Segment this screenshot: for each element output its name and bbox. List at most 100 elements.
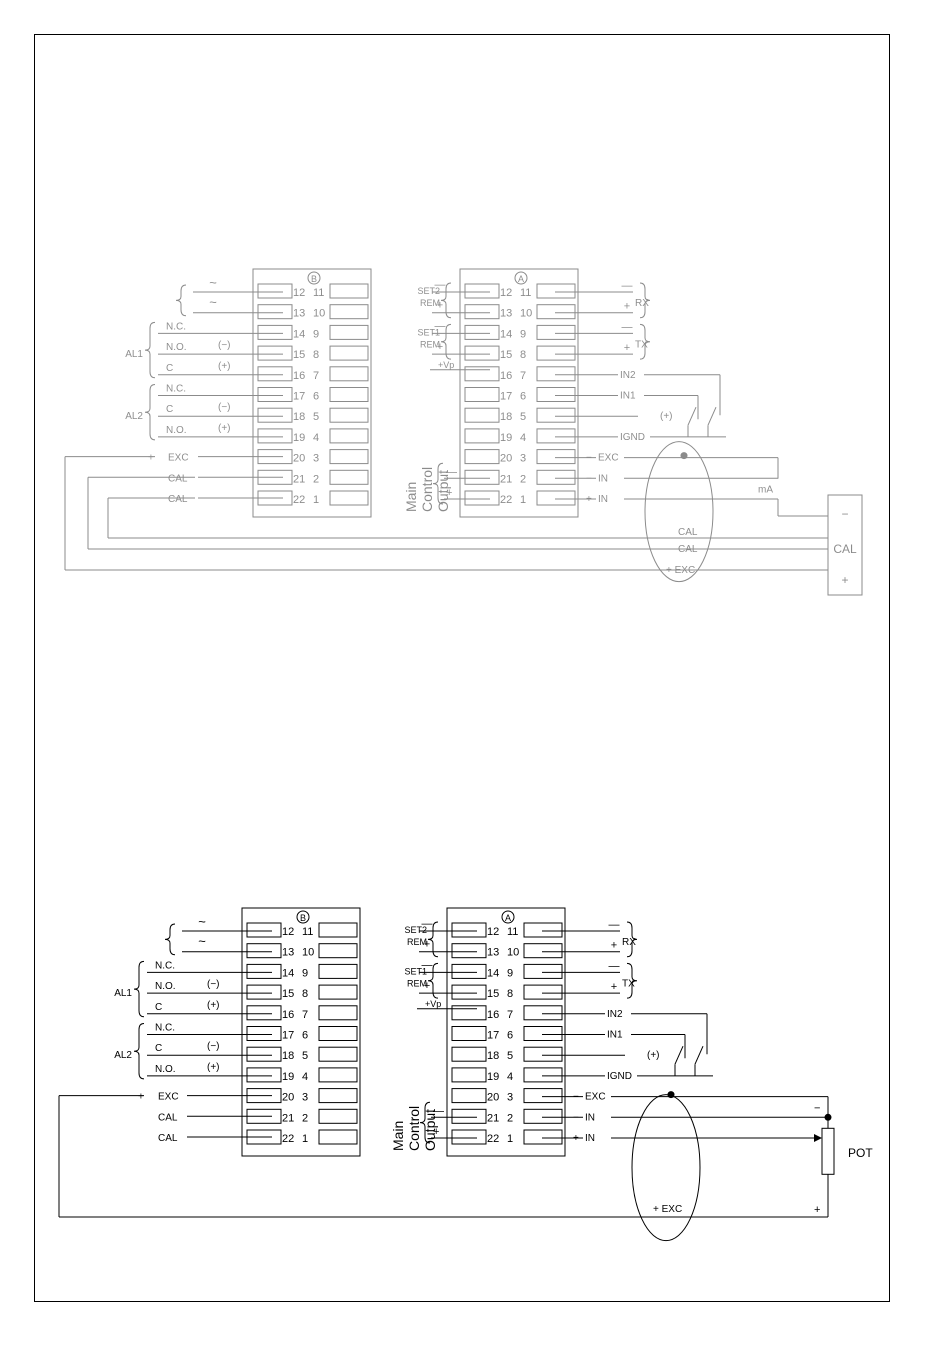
terminal-number: 17 <box>500 391 512 403</box>
comm-polarity: + <box>611 981 617 993</box>
terminal-box-right <box>318 1088 358 1104</box>
terminal-box-right <box>536 469 576 485</box>
set-polarity: — <box>435 320 446 332</box>
terminal-box-left <box>451 1046 487 1062</box>
terminal-number: 12 <box>487 926 499 938</box>
terminal-box-left <box>451 1088 487 1104</box>
terminal-box-right <box>318 1129 358 1145</box>
terminal-box-left <box>257 449 293 465</box>
terminal-number: 7 <box>507 1009 513 1021</box>
terminal-box-left <box>451 1026 487 1041</box>
terminal-box-right <box>318 1005 358 1021</box>
terminal-box-right <box>329 428 369 444</box>
terminal-box-right <box>523 1026 563 1041</box>
terminal-box-right <box>523 1088 563 1104</box>
terminal-box-left <box>257 345 293 361</box>
relay-contact-label: N.O. <box>155 1064 176 1075</box>
terminal-number: 16 <box>500 370 512 382</box>
exc-return-label: + EXC <box>666 565 695 576</box>
block-a-marker <box>501 910 515 924</box>
potentiometer <box>821 1127 835 1175</box>
ac-brace <box>175 284 187 317</box>
terminal-box-right <box>523 1129 563 1145</box>
terminal-box-right <box>523 1067 563 1083</box>
terminal-box-left <box>246 1046 282 1062</box>
in2-label: IN2 <box>607 1009 623 1020</box>
cal-label: CAL <box>158 1112 178 1123</box>
in2-label: IN2 <box>620 370 636 381</box>
terminal-box-right <box>536 449 576 465</box>
terminal-box-left <box>464 324 500 340</box>
terminal-number: 6 <box>302 1030 308 1042</box>
al2-label: AL2 <box>125 411 143 422</box>
terminal-box-left <box>451 1129 487 1145</box>
terminal-number: 3 <box>313 453 319 465</box>
terminal-number: 14 <box>500 328 512 340</box>
relay-contact-label: C <box>155 1002 162 1013</box>
comm-polarity: + <box>624 342 630 354</box>
rem-label: REM <box>407 978 427 988</box>
terminal-box-right <box>523 1046 563 1062</box>
terminal-number: 11 <box>507 926 518 938</box>
terminal-box-right <box>536 283 576 299</box>
main-control-output-line: Main <box>390 1121 406 1151</box>
relay-polarity: (+) <box>218 423 231 434</box>
ignd-label: IGND <box>607 1071 632 1082</box>
ac-symbol: ~ <box>209 275 217 290</box>
terminal-number: 15 <box>293 349 305 361</box>
in-plus-label: IN <box>585 1133 595 1144</box>
relay-polarity: (+) <box>207 1062 220 1073</box>
terminal-box-left <box>257 469 293 485</box>
terminal-number: 8 <box>507 988 513 1000</box>
terminal-number: 16 <box>487 1009 499 1021</box>
relay-contact-label: N.C. <box>155 960 175 971</box>
terminal-number: 10 <box>507 947 519 959</box>
terminal-box-left <box>451 1067 487 1083</box>
terminal-box-right <box>536 387 576 402</box>
terminal-number: 18 <box>487 1050 499 1062</box>
relay-contact-label: C <box>166 404 173 415</box>
exc-minus-sign: − <box>573 1092 579 1103</box>
cal-label: CAL <box>158 1133 178 1144</box>
terminal-number: 19 <box>500 432 512 444</box>
terminal-number: 19 <box>487 1071 499 1083</box>
set1-brace <box>427 962 439 999</box>
wiper-arrow <box>814 1134 822 1142</box>
rx-brace <box>626 921 638 958</box>
tx-label: TX <box>622 978 635 989</box>
terminal-box-left <box>464 304 500 320</box>
terminal-box-right <box>329 345 369 361</box>
terminal-number: 21 <box>293 473 305 485</box>
terminal-number: 9 <box>302 967 308 979</box>
terminal-number: 15 <box>487 988 499 1000</box>
terminal-number: 14 <box>487 967 499 979</box>
set-polarity: + <box>424 980 430 992</box>
main-control-output-line: Main <box>403 482 419 512</box>
terminal-box-right <box>536 345 576 361</box>
page-border <box>34 34 890 1302</box>
switch-label: (+) <box>647 1050 660 1061</box>
terminal-box-left <box>257 428 293 444</box>
pot-minus: − <box>814 1103 820 1115</box>
vp-label: +Vp <box>438 360 454 370</box>
cable-shield-loop <box>644 441 714 583</box>
in-plus-sign: + <box>586 494 592 505</box>
set1-label: SET1 <box>417 327 440 337</box>
terminal-number: 7 <box>313 370 319 382</box>
terminal-box-right <box>329 304 369 320</box>
terminal-box-right <box>318 984 358 1000</box>
terminal-number: 19 <box>282 1071 294 1083</box>
terminal-number: 4 <box>507 1071 513 1083</box>
relay-contact-label: C <box>155 1043 162 1054</box>
set-polarity: + <box>437 300 443 312</box>
in-plus-sign: + <box>573 1133 579 1144</box>
terminal-number: 10 <box>313 308 325 320</box>
terminal-box-right <box>318 963 358 979</box>
cable-shield-loop <box>631 1094 701 1242</box>
terminal-box-left <box>451 1005 487 1021</box>
comm-polarity: — <box>609 960 620 972</box>
terminal-box-left <box>451 984 487 1000</box>
in-minus-label: IN <box>598 473 608 484</box>
